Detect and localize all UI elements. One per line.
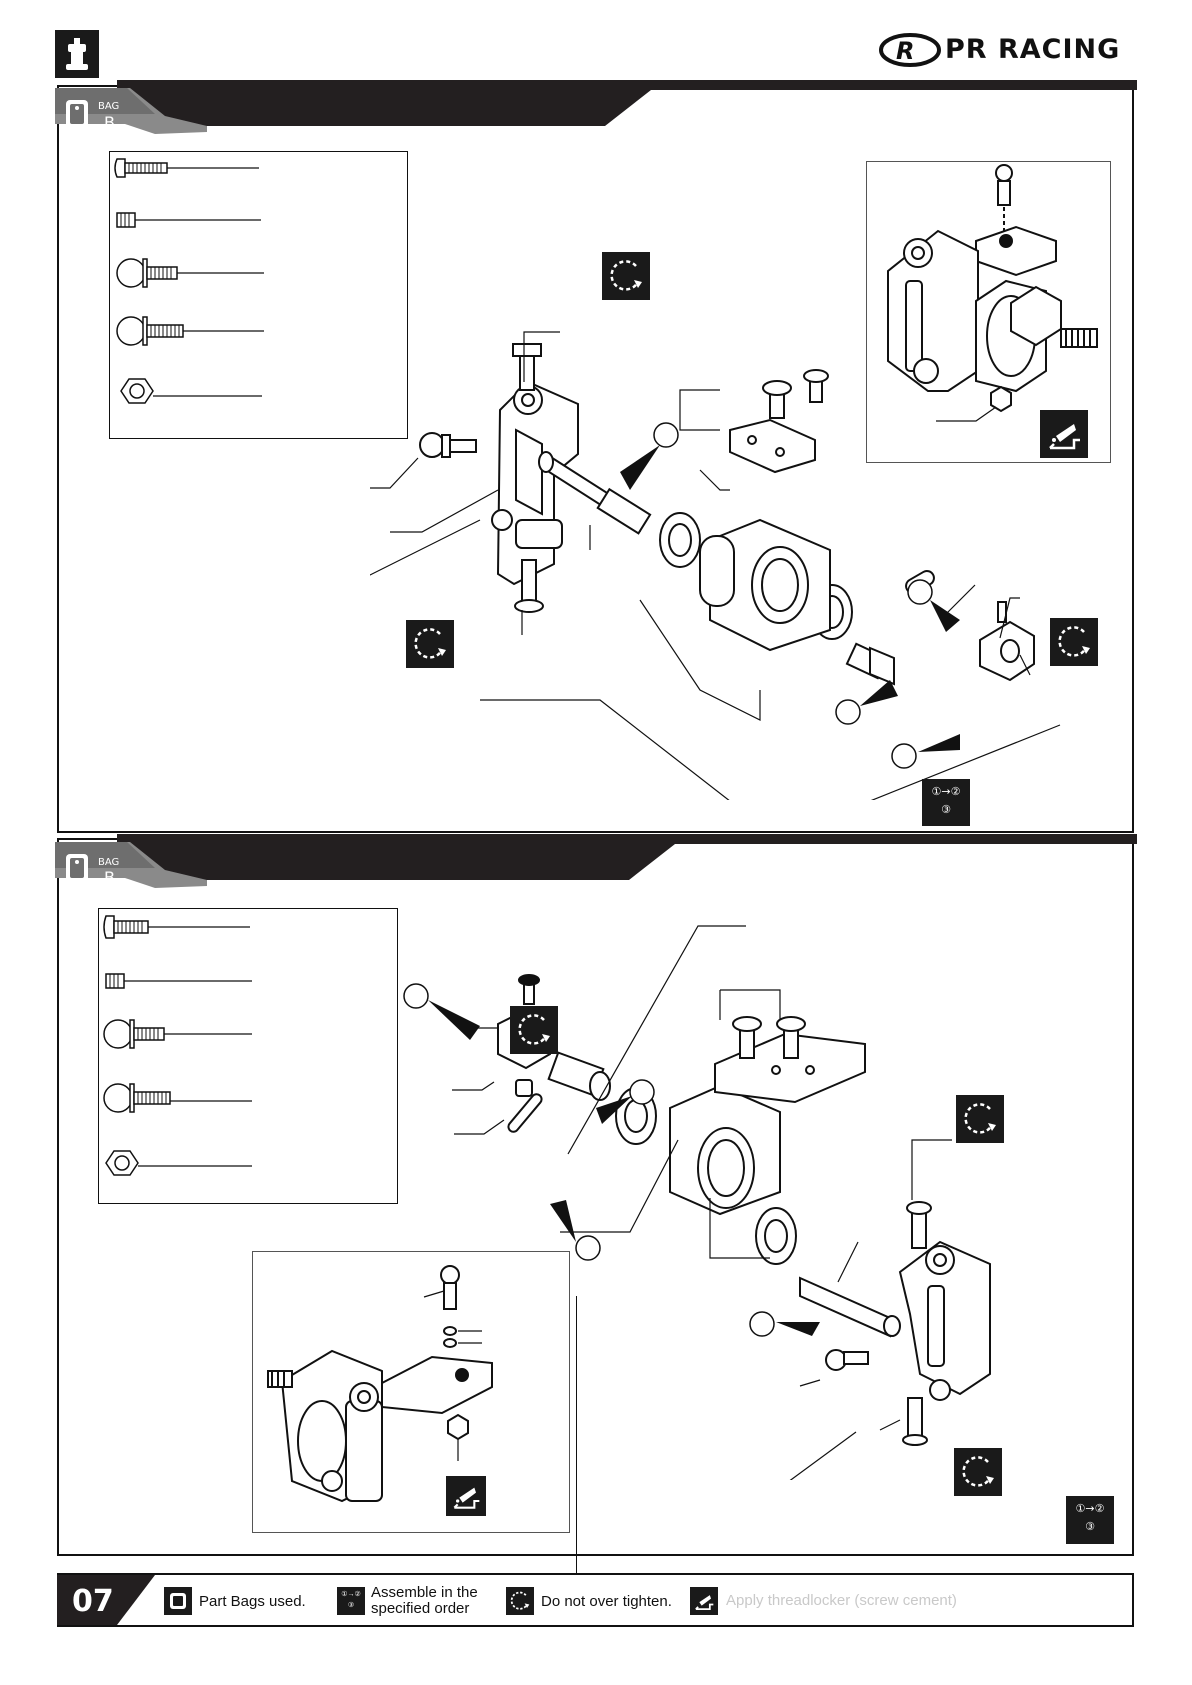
part-bag-icon xyxy=(164,1587,192,1615)
brand-logo-mark: R xyxy=(878,30,942,70)
step2-do-not-overtighten-icon xyxy=(510,1006,558,1054)
order-badge-line2: ③ xyxy=(922,803,970,817)
assembly-order-icon: ①→② ③ xyxy=(337,1587,365,1615)
step1-assembly-order-icon: ①→② ③ xyxy=(922,779,970,826)
threadlocker-icon xyxy=(690,1587,718,1615)
do-not-overtighten-icon xyxy=(506,1587,534,1615)
step1-bag-label: BAG xyxy=(98,101,119,112)
order-icon-line1: ①→② xyxy=(337,1590,365,1599)
page-number: 07 xyxy=(58,1578,154,1625)
car-icon xyxy=(55,30,99,78)
step2-bag-letter: B xyxy=(104,868,115,887)
order-icon-line2: ③ xyxy=(337,1601,365,1610)
step2-bag-badge xyxy=(60,848,126,890)
legend-threadlocker-text: Apply threadlocker (screw cement) xyxy=(726,1593,957,1609)
legend-do-not-overtighten-text: Do not over tighten. xyxy=(541,1594,672,1610)
step1-bag-letter: B xyxy=(104,113,115,132)
order-badge-line1: ①→② xyxy=(1066,1502,1114,1516)
order-badge-line2: ③ xyxy=(1066,1520,1114,1534)
inset-leader-line xyxy=(576,1296,577,1574)
legend-part-bags-text: Part Bags used. xyxy=(199,1594,306,1610)
step2-do-not-overtighten-icon xyxy=(956,1095,1004,1143)
step2-assembly-order-icon: ①→② ③ xyxy=(1066,1496,1114,1544)
brand-logo-text: PR RACING xyxy=(945,34,1120,65)
step2-parts-drawings xyxy=(98,908,398,1204)
step2-banner xyxy=(55,832,1137,892)
svg-text:R: R xyxy=(896,37,914,65)
step1-do-not-overtighten-icon xyxy=(406,620,454,668)
step1-do-not-overtighten-icon xyxy=(602,252,650,300)
step1-banner xyxy=(55,78,1137,138)
order-badge-line1: ①→② xyxy=(922,785,970,799)
step1-do-not-overtighten-icon xyxy=(1050,618,1098,666)
step2-do-not-overtighten-icon xyxy=(954,1448,1002,1496)
step2-detail-drawing xyxy=(252,1251,570,1533)
legend-assemble-order-text: Assemble in the specified order xyxy=(371,1585,511,1617)
step1-parts-drawings xyxy=(109,151,409,441)
step1-threadlocker-icon xyxy=(1040,410,1088,458)
step2-threadlocker-icon xyxy=(446,1476,486,1516)
step2-bag-label: BAG xyxy=(98,857,119,868)
